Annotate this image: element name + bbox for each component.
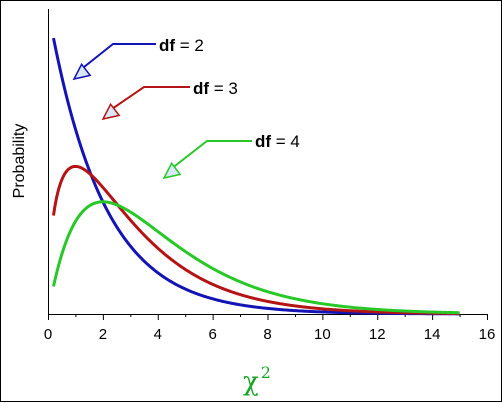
series-group — [52, 37, 460, 316]
annotations: df = 2df = 3df = 4 — [72, 36, 300, 180]
annotation-callout-df-4 — [170, 140, 252, 170]
x-axis-label-symbol: χ — [243, 367, 259, 397]
annotation-label-df-value: = 4 — [271, 132, 300, 151]
series-line-df-4 — [52, 200, 460, 315]
x-tick-label: 8 — [263, 326, 271, 343]
annotation-label-df-4: df = 4 — [255, 132, 300, 151]
annotation-callout-df-3 — [108, 86, 190, 112]
annotation-label-df-word: df — [255, 132, 271, 151]
x-axis-label-superscript: 2 — [261, 363, 271, 382]
annotation-arrowhead-df-3 — [101, 102, 121, 121]
x-tick-label: 2 — [99, 326, 107, 343]
annotation-label-df-word: df — [159, 36, 175, 55]
x-tick-label: 4 — [154, 326, 162, 343]
x-tick-label: 12 — [369, 326, 386, 343]
annotation-label-df-2: df = 2 — [159, 36, 204, 55]
annotation-arrowhead-df-4 — [162, 161, 182, 180]
annotation-label-df-value: = 3 — [209, 79, 238, 98]
x-tick-label: 14 — [424, 326, 441, 343]
x-tick-label: 0 — [44, 326, 52, 343]
x-tick-label: 16 — [479, 326, 496, 343]
series-line-df-3 — [52, 164, 460, 315]
annotation-callout-df-2 — [78, 43, 156, 72]
x-tick-label: 10 — [314, 326, 331, 343]
x-ticks: 0 2 4 6 8 10 12 14 16 — [44, 314, 496, 343]
annotation-arrowhead-df-2 — [72, 62, 92, 81]
series-line-df-2 — [52, 37, 460, 316]
annotation-label-df-word: df — [193, 79, 209, 98]
x-tick-label: 6 — [208, 326, 216, 343]
y-axis-label: Probability — [11, 124, 28, 199]
annotation-label-df-3: df = 3 — [193, 79, 238, 98]
annotation-label-df-value: = 2 — [175, 36, 204, 55]
